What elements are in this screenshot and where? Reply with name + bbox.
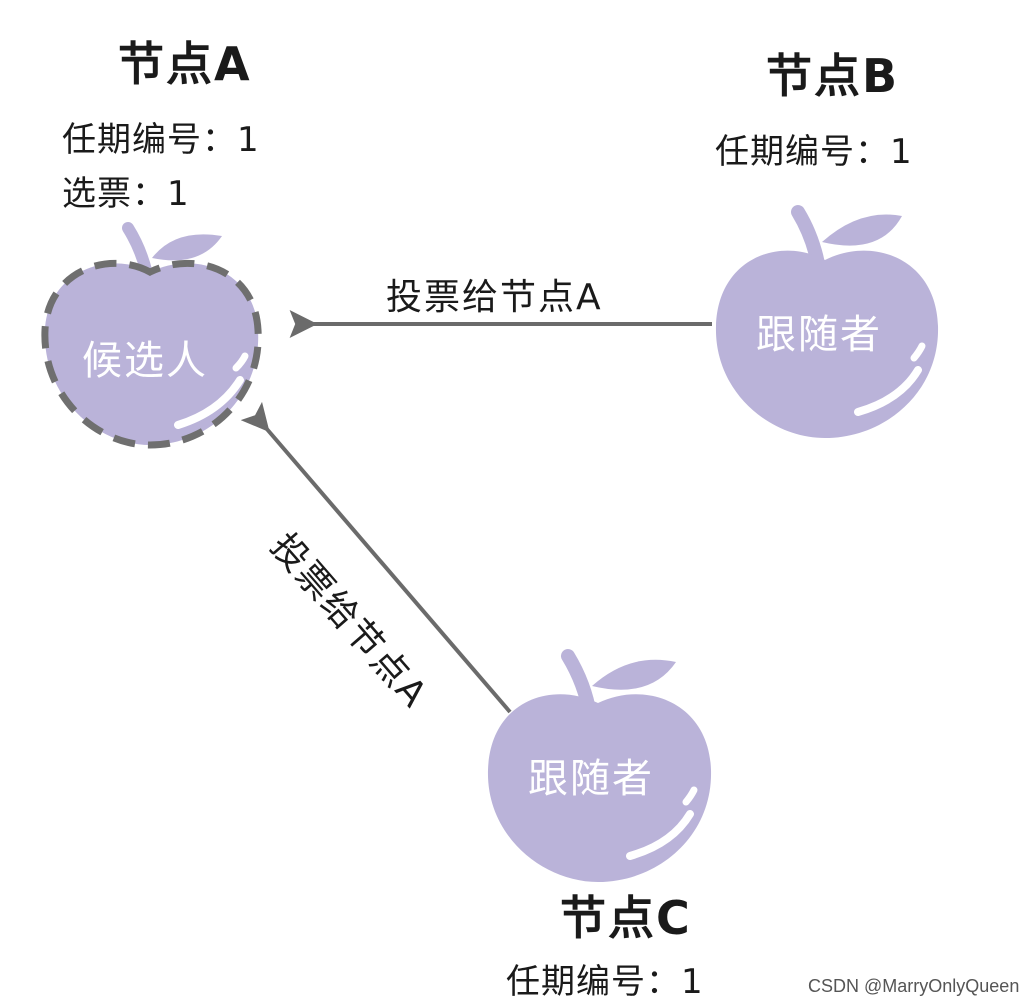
node-a-term: 任期编号：1 bbox=[62, 120, 260, 160]
apple-body bbox=[487, 694, 712, 882]
node-c-title: 节点C bbox=[560, 891, 692, 945]
arrow-c-to-a bbox=[240, 401, 512, 714]
apple-shine bbox=[854, 366, 922, 416]
apple-leaf bbox=[822, 214, 902, 246]
apple-leaf bbox=[152, 234, 222, 261]
apple-body bbox=[41, 259, 262, 449]
node-b-role: 跟随者 bbox=[756, 312, 882, 358]
node-a-title: 节点A bbox=[118, 37, 252, 91]
node-c-role: 跟随者 bbox=[528, 756, 654, 802]
apple-shine bbox=[174, 376, 244, 429]
watermark: CSDN @MarryOnlyQueen bbox=[808, 976, 1020, 996]
node-a-votes: 选票：1 bbox=[62, 174, 190, 214]
apple-leaf bbox=[592, 659, 676, 690]
edge-label-b-to-a: 投票给节点A bbox=[386, 277, 603, 318]
apple-node-b bbox=[715, 205, 939, 438]
apple-body bbox=[715, 250, 939, 438]
apple-node-c bbox=[487, 649, 712, 882]
apple-node-a bbox=[41, 222, 262, 449]
node-c-term: 任期编号：1 bbox=[506, 962, 704, 1002]
apple-shine bbox=[626, 810, 694, 860]
node-b-title: 节点B bbox=[766, 49, 900, 103]
node-b-term: 任期编号：1 bbox=[715, 132, 913, 172]
node-a-role: 候选人 bbox=[82, 338, 208, 384]
